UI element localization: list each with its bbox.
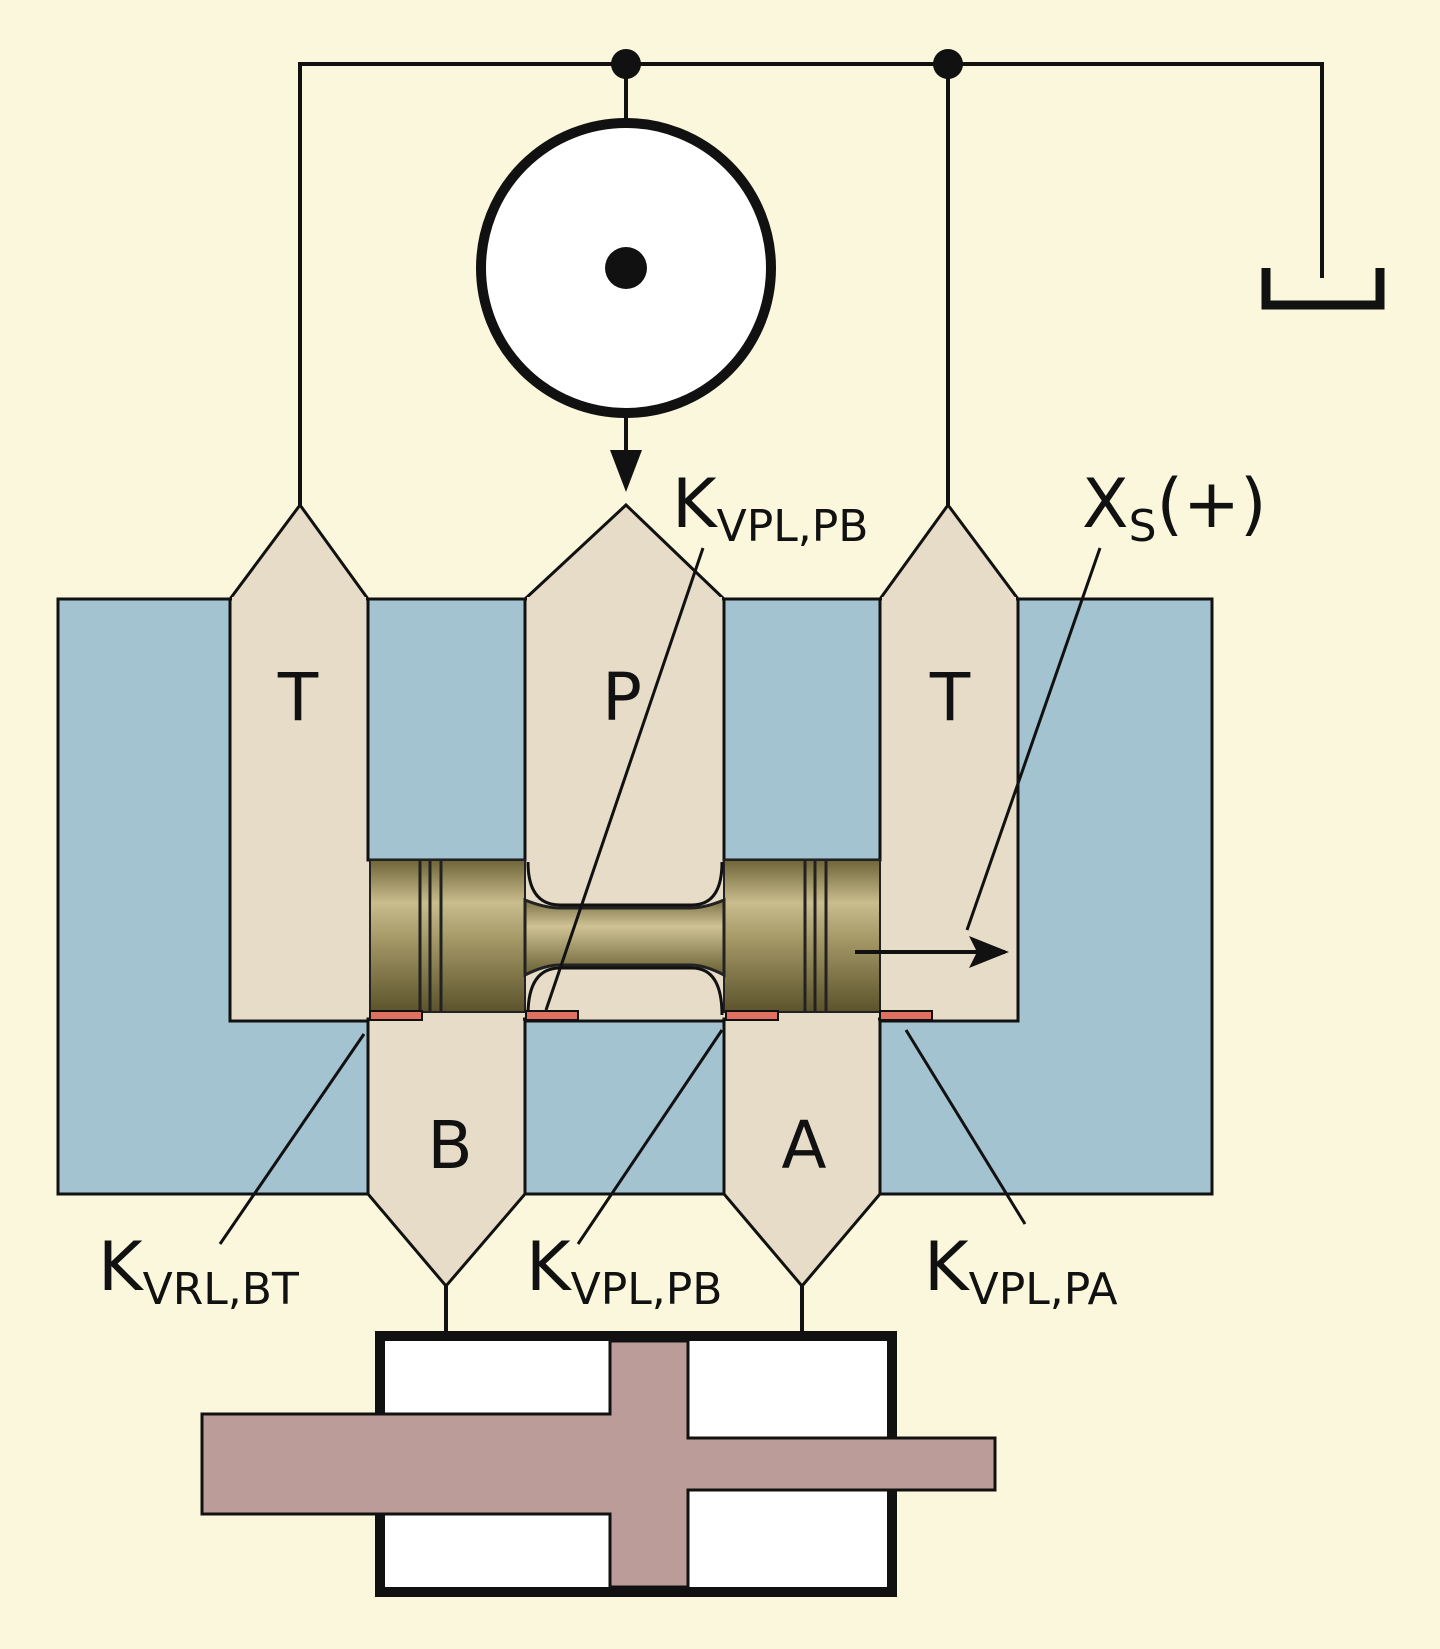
port-label-b: B	[427, 1107, 472, 1184]
junction-dot-left	[611, 49, 641, 79]
overlap-marker-pa-left	[725, 1010, 779, 1021]
spool-land-left	[369, 859, 526, 1013]
label-kvpl-pb-top: KVPL,PB	[672, 465, 868, 552]
port-label-a: A	[781, 1107, 826, 1184]
p-chamber-wall-upper	[526, 861, 724, 907]
overlap-markers	[369, 1010, 933, 1021]
overlap-marker-pa	[879, 1010, 933, 1021]
leader-kvpl-pb-bottom	[576, 1029, 724, 1245]
leader-kvpl-pb-top	[544, 547, 705, 1011]
leader-kvrl-bt	[218, 1033, 366, 1245]
tank-icon	[1261, 268, 1385, 310]
port-label-p: P	[602, 659, 642, 736]
spool	[369, 859, 881, 1013]
pump-flow-arrow-icon	[610, 450, 642, 492]
spool-neck	[523, 897, 726, 978]
leader-kvpl-pa	[904, 1029, 1027, 1225]
piston-and-rod	[200, 1339, 997, 1589]
junction-dot-right	[933, 49, 963, 79]
spool-land-right	[723, 859, 881, 1013]
pump-center-dot	[605, 247, 647, 289]
overlap-marker-bt	[369, 1010, 423, 1021]
leader-lines	[218, 547, 1102, 1245]
label-kvrl-bt: KVRL,BT	[98, 1228, 299, 1315]
p-chamber-wall-lower	[526, 966, 724, 1016]
pump-symbol	[476, 118, 776, 492]
overlap-marker-pb	[525, 1010, 579, 1021]
port-label-t-right: T	[929, 659, 971, 736]
hydraulic-cylinder	[200, 1331, 997, 1597]
label-kvpl-pa: KVPL,PA	[924, 1228, 1118, 1315]
label-xs: XS(+)	[1082, 465, 1267, 552]
leader-xs	[965, 547, 1102, 931]
label-kvpl-pb-bottom: KVPL,PB	[526, 1228, 722, 1315]
port-label-t-left: T	[277, 659, 319, 736]
